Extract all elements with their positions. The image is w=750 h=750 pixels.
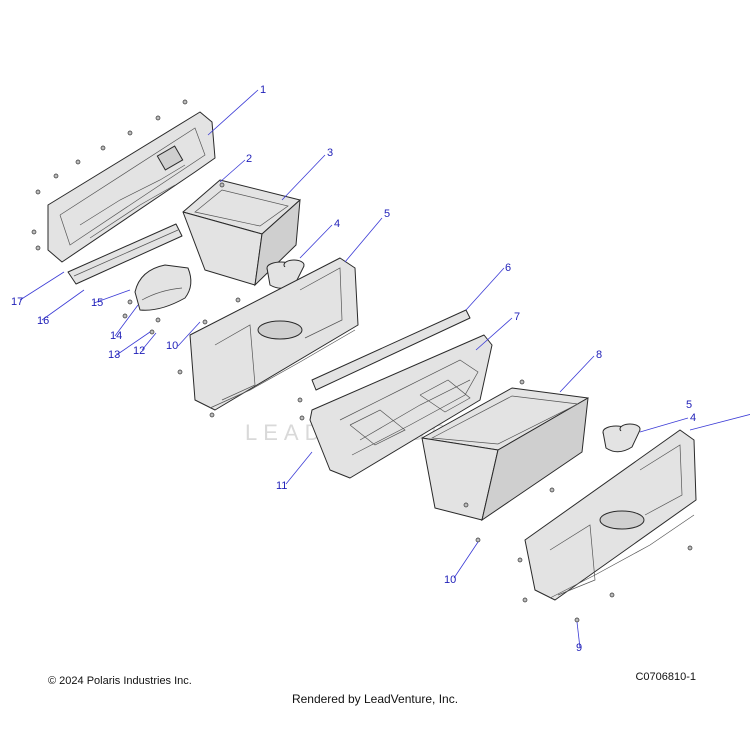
part-storage-tray	[182, 179, 301, 287]
callout-15: 15	[91, 297, 103, 309]
callout-13: 13	[108, 349, 120, 361]
callout-5-lower: 5	[686, 399, 692, 411]
callout-1: 1	[260, 84, 266, 96]
callout-11: 11	[276, 480, 287, 492]
callout-10-upper: 10	[166, 340, 178, 352]
callout-2: 2	[246, 153, 252, 165]
part-large-bin	[421, 387, 589, 522]
callout-numbers: 1 2 3 4 5 6 7 8 4 5 9 10 11 10 12 13 14 …	[11, 84, 696, 654]
callout-3: 3	[327, 147, 333, 159]
drawing-id: C0706810-1	[635, 671, 696, 683]
part-strip	[311, 309, 471, 391]
callout-7: 7	[514, 311, 520, 323]
callout-14: 14	[110, 330, 122, 342]
part-cup-holder-lower	[602, 423, 641, 453]
callout-4: 4	[334, 218, 340, 230]
callout-17: 17	[11, 296, 23, 308]
callout-9: 9	[576, 642, 582, 654]
copyright-text: © 2024 Polaris Industries Inc.	[48, 675, 192, 687]
part-rear-panel	[47, 111, 216, 263]
fasteners	[31, 99, 693, 623]
callout-8: 8	[596, 349, 602, 361]
part-floor-panel	[309, 334, 493, 479]
rendered-by-text: Rendered by LeadVenture, Inc.	[291, 692, 459, 706]
callout-4-lower: 4	[690, 412, 696, 424]
part-side-panel-lower	[524, 429, 697, 601]
part-bracket	[67, 223, 183, 285]
leader-lines	[19, 89, 750, 649]
callout-12: 12	[133, 345, 145, 357]
callout-5: 5	[384, 208, 390, 220]
part-side-panel-upper	[189, 257, 359, 411]
callout-10-lower: 10	[444, 574, 456, 586]
callout-6: 6	[505, 262, 511, 274]
callout-16: 16	[37, 315, 49, 327]
part-cover	[134, 264, 192, 311]
